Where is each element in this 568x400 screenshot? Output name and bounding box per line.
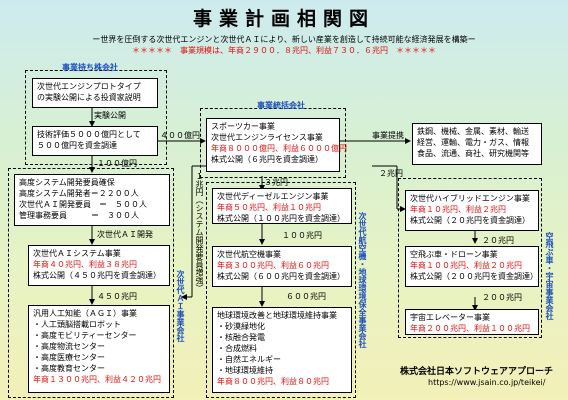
ai-hr-box: 高度システム開発要員確保 高度システム開発者＝２２００人 次世代ＡＩ開発要員 ＝… (14, 174, 170, 226)
box-ipo: 株式公開（２０兆円を資金調達） (410, 216, 530, 225)
box-title: 次世代ＡＩシステム事業 (33, 249, 121, 258)
space-group (398, 178, 542, 338)
box-item: ・人工頭脳搭載ロボット (33, 320, 121, 329)
license-business-box: スポーツカー事業 次世代エンジンライセンス事業 年商８０００億円、利益６０００億… (206, 118, 347, 172)
box-line: 高度システム開発要員確保 (19, 178, 115, 187)
engine-prototype-box: 次世代エンジンプロトタイプ の実験公開による投資家説明 (32, 78, 158, 108)
space-company-label: 空飛ぶ車・宇宙事業会社 (545, 232, 554, 320)
box-item: ・高度教育センター (33, 364, 105, 373)
flow-2choh-label: ２兆円 (379, 169, 403, 178)
valuation-box: 技術評価５０００億円として ５００億円を資金調達 (32, 126, 158, 156)
box-item: ・高度医療センター (33, 353, 105, 362)
box-item: ・砂漠緑地化 (217, 322, 265, 331)
box-revenue: 年商１００兆円、利益２０兆円 (410, 261, 522, 270)
box-line: 次世代エンジンプロトタイプ (37, 82, 141, 91)
box-title: 空飛ぶ車・ドローン事業 (410, 250, 498, 259)
box-ipo: 株式公開（６００兆円を資金調達） (217, 272, 345, 281)
box-ipo: 株式公開（２００兆円を資金調達） (410, 272, 538, 281)
box-revenue: 年商４０兆円、利益３８兆円 (33, 260, 137, 269)
scale-highlight: ＊＊＊＊＊ 事業規模は、年商２９００．８兆円、利益７３０．６兆円 ＊＊＊＊＊ (132, 46, 436, 55)
box-line: 経営、運輸、電力・ガス、情報 (417, 138, 529, 147)
ai-company-label: 次世代ＡＩ事業会社 (176, 270, 185, 342)
box-line: 次世代ＡＩ開発要員 ＝ ５００人 (19, 200, 147, 209)
box-revenue: 年商１０兆円、利益２兆円 (410, 205, 506, 214)
box-title: 次世代航空機事業 (217, 250, 281, 259)
ai-system-box: 次世代ＡＩシステム事業 年商４０兆円、利益３８兆円 株式公開（４５０兆円を資金調… (28, 245, 170, 286)
company-name: 株式会社日本ソフトウェアアプローチ (400, 367, 554, 377)
box-line: 高度システム開発者＝２２００人 (19, 189, 139, 198)
flow-ipo-label: 実験公開 (94, 111, 126, 120)
box-item: ・核融合発電 (217, 333, 265, 342)
page-subtitle: ー世界を圧倒する次世代エンジンと次世代ＡＩにより、新しい産業を創造して持続可能な… (92, 35, 476, 44)
flow-100choh-label: １００兆円 (282, 231, 322, 240)
holding-label: 事業持ち株会社 (62, 63, 118, 72)
box-item: ・合成燃料 (217, 344, 257, 353)
box-title: 宇宙エレベーター事業 (410, 313, 490, 322)
diesel-box: 次世代ディーゼルエンジン事業 年商５０兆円、利益１０兆円 株式公開（１００兆円を… (212, 188, 352, 224)
box-item: ・自然エネルギー (217, 355, 281, 364)
agi-box: 汎用人工知能（ＡＧＩ）事業 ・人工頭脳搭載ロボット ・高度モビリティーセンター … (28, 305, 170, 393)
flow-20choh-label: ２０兆円 (482, 236, 514, 245)
box-line: スポーツカー事業 (211, 122, 275, 131)
flow-1choh-note: （システム開発要員増強） (195, 196, 204, 292)
flow-200choh-label: ２００兆円 (482, 293, 522, 302)
engine-group (206, 182, 356, 398)
box-line: 鉄鋼、機械、金属、素材、輸送 (417, 127, 529, 136)
box-ipo: 株式公開（４５０兆円を資金調達） (33, 271, 161, 280)
flow-400oku-label: ４００億円 (160, 131, 200, 140)
hybrid-box: 次世代ハイブリッドエンジン事業 年商１０兆円、利益２兆円 株式公開（２０兆円を資… (405, 190, 539, 231)
box-line: 食品、流通、商社、研究機関等 (417, 149, 529, 158)
box-line: 技術評価５０００億円として (37, 130, 141, 139)
aircraft-box: 次世代航空機事業 年商３００兆円、利益６０兆円 株式公開（６００兆円を資金調達） (212, 246, 352, 287)
license-group (200, 108, 346, 178)
flow-100oku-label: １００億円 (97, 159, 137, 168)
space-elevator-box: 宇宙エレベーター事業 年商２００兆円、利益１００兆円 (405, 309, 539, 335)
box-revenue: 年商１３００兆円、利益４２０兆円 (33, 375, 161, 384)
box-revenue: 年商８００兆円、利益８０兆円 (217, 377, 329, 386)
box-item: ・高度物流センター (33, 342, 105, 351)
flow-ai-dev-label: 次世代ＡＩ開発 (97, 230, 153, 239)
flow-1choh-label: １兆円 (195, 172, 204, 196)
holding-group (25, 70, 167, 165)
box-item: ・高度モビリティーセンター (33, 331, 137, 340)
flow-450choh-label: ４５０兆円 (97, 292, 137, 301)
box-revenue: 年商８０００億円、利益６０００億円 (211, 144, 347, 153)
box-title: 地球環境改善と地球環境維持事業 (217, 311, 337, 320)
license-label: 事業統括会社 (257, 101, 305, 110)
box-revenue: 年商５０兆円、利益１０兆円 (217, 203, 321, 212)
flow-provide-label: 事業提携 (372, 131, 404, 140)
box-title: 次世代ディーゼルエンジン事業 (217, 192, 329, 201)
box-title: 次世代ハイブリッドエンジン事業 (410, 194, 530, 203)
box-title: 汎用人工知能（ＡＧＩ）事業 (33, 309, 137, 318)
company-url[interactable]: https://www.jsain.co.jp/teikei/ (428, 378, 546, 387)
engine-company-label: 次世代航空機・地球環境保全事業会社 (358, 212, 367, 348)
box-ipo: 株式公開（１００兆円を資金調達） (217, 214, 345, 223)
box-ipo: 株式公開（６兆円を資金調達） (211, 155, 323, 164)
flow-3choh-label: ３兆円 (264, 178, 288, 187)
box-line: ５００億円を資金調達 (37, 141, 117, 150)
box-item: ・地球環境維持 (217, 366, 273, 375)
box-line: 管理事務要員 ＝ ３００人 (19, 211, 139, 220)
environment-box: 地球環境改善と地球環境維持事業 ・砂漠緑地化 ・核融合発電 ・合成燃料 ・自然エ… (212, 307, 352, 393)
industries-box: 鉄鋼、機械、金属、素材、輸送 経営、運輸、電力・ガス、情報 食品、流通、商社、研… (412, 123, 542, 165)
box-revenue: 年商２００兆円、利益１００兆円 (410, 324, 530, 333)
box-revenue: 年商３００兆円、利益６０兆円 (217, 261, 329, 270)
ai-group (8, 168, 174, 398)
page-title: 事業計画相関図 (192, 8, 375, 30)
box-line: の実験公開による投資家説明 (37, 93, 141, 102)
flying-car-box: 空飛ぶ車・ドローン事業 年商１００兆円、利益２０兆円 株式公開（２００兆円を資金… (405, 246, 539, 287)
box-line: 次世代エンジンライセンス事業 (211, 133, 323, 142)
flow-600choh-label: ６００兆円 (286, 292, 326, 301)
